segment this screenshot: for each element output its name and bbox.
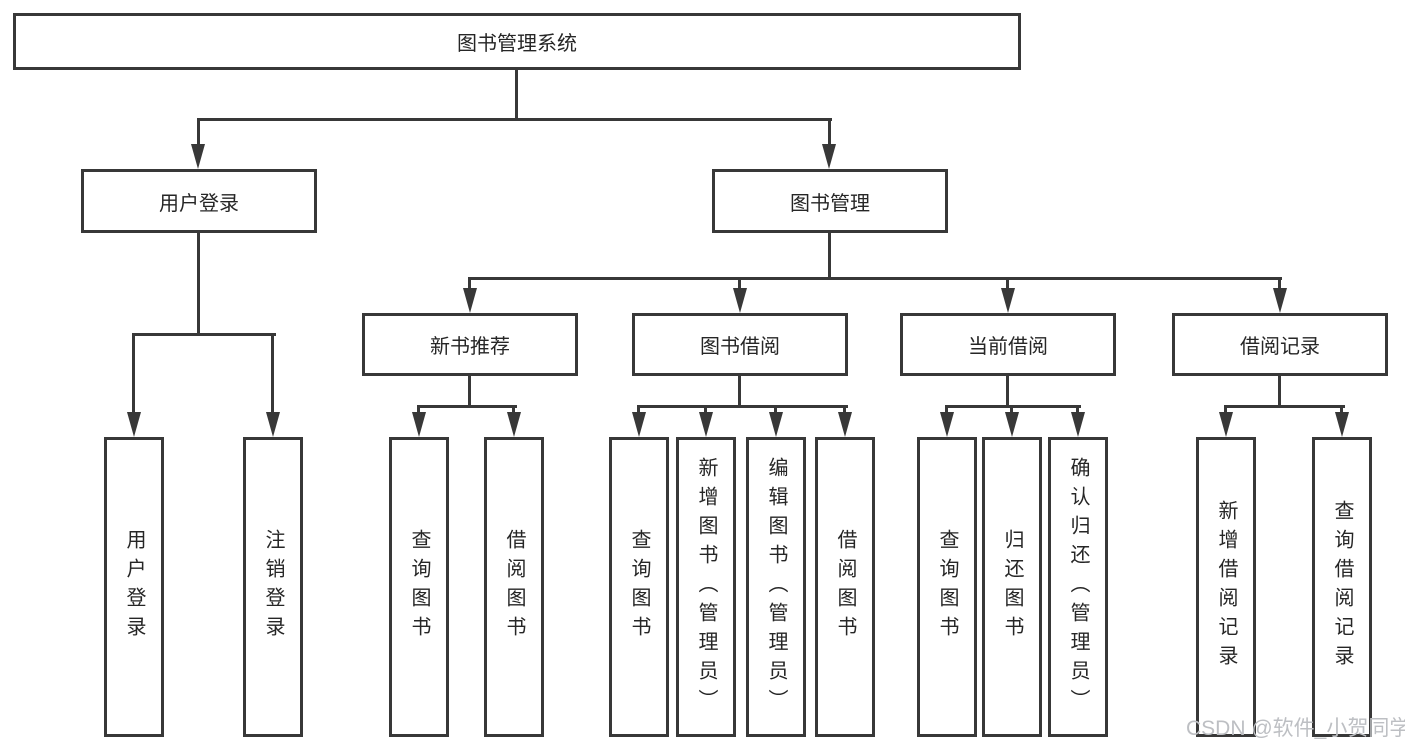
node-root-label: 图书管理系统 bbox=[457, 33, 577, 55]
connector-stem bbox=[828, 121, 831, 145]
leaf-borrow-edit-book: 编辑图书（管理员） bbox=[746, 437, 806, 737]
connector-stem bbox=[1006, 280, 1009, 290]
leaf-logout-label: 注销登录 bbox=[262, 529, 284, 645]
leaf-borrow-borrow-book-label: 借阅图书 bbox=[834, 529, 856, 645]
leaf-current-return-book: 归还图书 bbox=[982, 437, 1042, 737]
connector-rec-vertical bbox=[468, 376, 471, 407]
connector-stem bbox=[271, 336, 274, 413]
connector-login-vertical bbox=[197, 233, 200, 335]
connector-stem bbox=[704, 408, 707, 414]
connector-stem bbox=[197, 121, 200, 145]
connector-record-bar bbox=[1224, 405, 1345, 408]
node-new-book-rec: 新书推荐 bbox=[362, 313, 578, 376]
leaf-rec-borrow-book: 借阅图书 bbox=[484, 437, 544, 737]
arrowhead-icon bbox=[266, 412, 280, 437]
leaf-borrow-query-book-label: 查询图书 bbox=[628, 529, 650, 645]
node-new-book-rec-label: 新书推荐 bbox=[430, 336, 510, 358]
arrowhead-icon bbox=[191, 144, 205, 169]
connector-borrow-bar bbox=[637, 405, 848, 408]
node-user-login-label: 用户登录 bbox=[159, 192, 239, 215]
connector-stem bbox=[132, 336, 135, 413]
connector-current-bar bbox=[945, 405, 1081, 408]
leaf-current-return-book-label: 归还图书 bbox=[1001, 529, 1023, 645]
node-book-manage-label: 图书管理 bbox=[790, 192, 870, 215]
connector-manage-vertical bbox=[828, 233, 831, 279]
leaf-record-add-label: 新增借阅记录 bbox=[1215, 500, 1237, 674]
connector-stem bbox=[512, 408, 515, 414]
arrowhead-icon bbox=[733, 288, 747, 313]
arrowhead-icon bbox=[127, 412, 141, 437]
connector-rec-bar bbox=[417, 405, 517, 408]
arrowhead-icon bbox=[1219, 412, 1233, 437]
leaf-record-query: 查询借阅记录 bbox=[1312, 437, 1372, 737]
connector-stem bbox=[1340, 408, 1343, 414]
leaf-rec-query-book: 查询图书 bbox=[389, 437, 449, 737]
connector-current-vertical bbox=[1006, 376, 1009, 407]
leaf-rec-borrow-book-label: 借阅图书 bbox=[503, 529, 525, 645]
connector-stem bbox=[738, 280, 741, 290]
arrowhead-icon bbox=[1335, 412, 1349, 437]
connector-root-bar bbox=[197, 118, 832, 121]
leaf-rec-query-book-label: 查询图书 bbox=[408, 529, 430, 645]
leaf-borrow-edit-book-label: 编辑图书（管理员） bbox=[765, 456, 787, 718]
leaf-record-add: 新增借阅记录 bbox=[1196, 437, 1256, 737]
leaf-user-login-label: 用户登录 bbox=[123, 529, 145, 645]
connector-stem bbox=[468, 280, 471, 290]
connector-manage-bar bbox=[468, 277, 1282, 280]
node-current-borrow-label: 当前借阅 bbox=[968, 336, 1048, 358]
arrowhead-icon bbox=[769, 412, 783, 437]
arrowhead-icon bbox=[699, 412, 713, 437]
arrowhead-icon bbox=[822, 144, 836, 169]
arrowhead-icon bbox=[1273, 288, 1287, 313]
connector-stem bbox=[417, 408, 420, 414]
leaf-user-login: 用户登录 bbox=[104, 437, 164, 737]
node-borrow-record: 借阅记录 bbox=[1172, 313, 1388, 376]
leaf-borrow-query-book: 查询图书 bbox=[609, 437, 669, 737]
connector-stem bbox=[945, 408, 948, 414]
node-book-manage: 图书管理 bbox=[712, 169, 948, 233]
arrowhead-icon bbox=[507, 412, 521, 437]
connector-stem bbox=[1076, 408, 1079, 414]
leaf-current-confirm-return-label: 确认归还（管理员） bbox=[1067, 456, 1089, 718]
node-root: 图书管理系统 bbox=[13, 13, 1021, 70]
connector-login-bar bbox=[132, 333, 276, 336]
node-book-borrow-label: 图书借阅 bbox=[700, 336, 780, 358]
leaf-current-query-book: 查询图书 bbox=[917, 437, 977, 737]
connector-stem bbox=[1010, 408, 1013, 414]
connector-record-vertical bbox=[1278, 376, 1281, 407]
leaf-record-query-label: 查询借阅记录 bbox=[1331, 500, 1353, 674]
leaf-current-confirm-return: 确认归还（管理员） bbox=[1048, 437, 1108, 737]
arrowhead-icon bbox=[940, 412, 954, 437]
node-borrow-record-label: 借阅记录 bbox=[1240, 336, 1320, 358]
connector-stem bbox=[1278, 280, 1281, 290]
arrowhead-icon bbox=[1071, 412, 1085, 437]
node-book-borrow: 图书借阅 bbox=[632, 313, 848, 376]
connector-stem bbox=[637, 408, 640, 414]
arrowhead-icon bbox=[1001, 288, 1015, 313]
leaf-current-query-book-label: 查询图书 bbox=[936, 529, 958, 645]
arrowhead-icon bbox=[463, 288, 477, 313]
leaf-logout: 注销登录 bbox=[243, 437, 303, 737]
connector-borrow-vertical bbox=[738, 376, 741, 407]
connector-root-vertical bbox=[515, 70, 518, 120]
leaf-borrow-add-book-label: 新增图书（管理员） bbox=[695, 456, 717, 718]
leaf-borrow-add-book: 新增图书（管理员） bbox=[676, 437, 736, 737]
leaf-borrow-borrow-book: 借阅图书 bbox=[815, 437, 875, 737]
arrowhead-icon bbox=[838, 412, 852, 437]
node-current-borrow: 当前借阅 bbox=[900, 313, 1116, 376]
connector-stem bbox=[1224, 408, 1227, 414]
arrowhead-icon bbox=[1005, 412, 1019, 437]
watermark: CSDN @软件_小贺同学 bbox=[1186, 717, 1405, 740]
connector-stem bbox=[774, 408, 777, 414]
connector-stem bbox=[843, 408, 846, 414]
arrowhead-icon bbox=[412, 412, 426, 437]
arrowhead-icon bbox=[632, 412, 646, 437]
node-user-login: 用户登录 bbox=[81, 169, 317, 233]
